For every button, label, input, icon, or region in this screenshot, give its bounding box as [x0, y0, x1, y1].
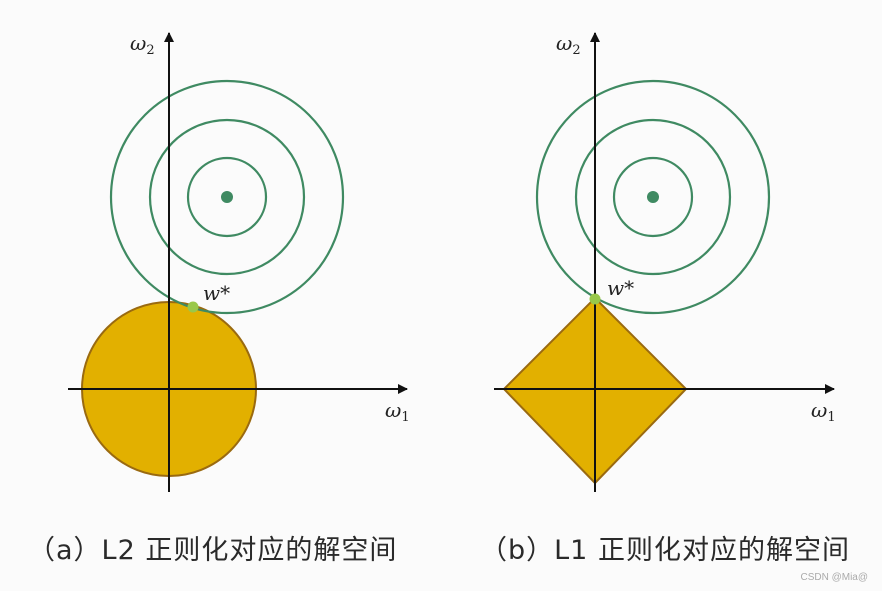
solution-point	[589, 293, 601, 305]
optimum-center	[221, 191, 233, 203]
solution-point	[187, 301, 199, 313]
x-axis-label: ω1	[811, 398, 836, 425]
y-axis-label: ω2	[130, 31, 155, 58]
contour-inner	[612, 156, 694, 238]
contour-middle	[148, 118, 306, 276]
contour-inner	[186, 156, 268, 238]
optimum-center	[647, 191, 659, 203]
point-label: w*	[607, 276, 634, 300]
caption-a: （a）L2 正则化对应的解空间	[28, 535, 398, 566]
contour-outer	[535, 79, 771, 315]
y-axis-label: ω2	[556, 31, 581, 58]
panel-b-l1: w* ω2 ω1	[494, 31, 836, 492]
contour-outer	[109, 79, 345, 315]
caption-b: （b）L1 正则化对应的解空间	[480, 535, 850, 566]
watermark: CSDN @Mia@	[800, 572, 868, 583]
point-label: w*	[203, 281, 230, 305]
x-axis-label: ω1	[385, 398, 410, 425]
panel-a-l2: w* ω2 ω1	[68, 31, 410, 492]
contour-middle	[574, 118, 732, 276]
